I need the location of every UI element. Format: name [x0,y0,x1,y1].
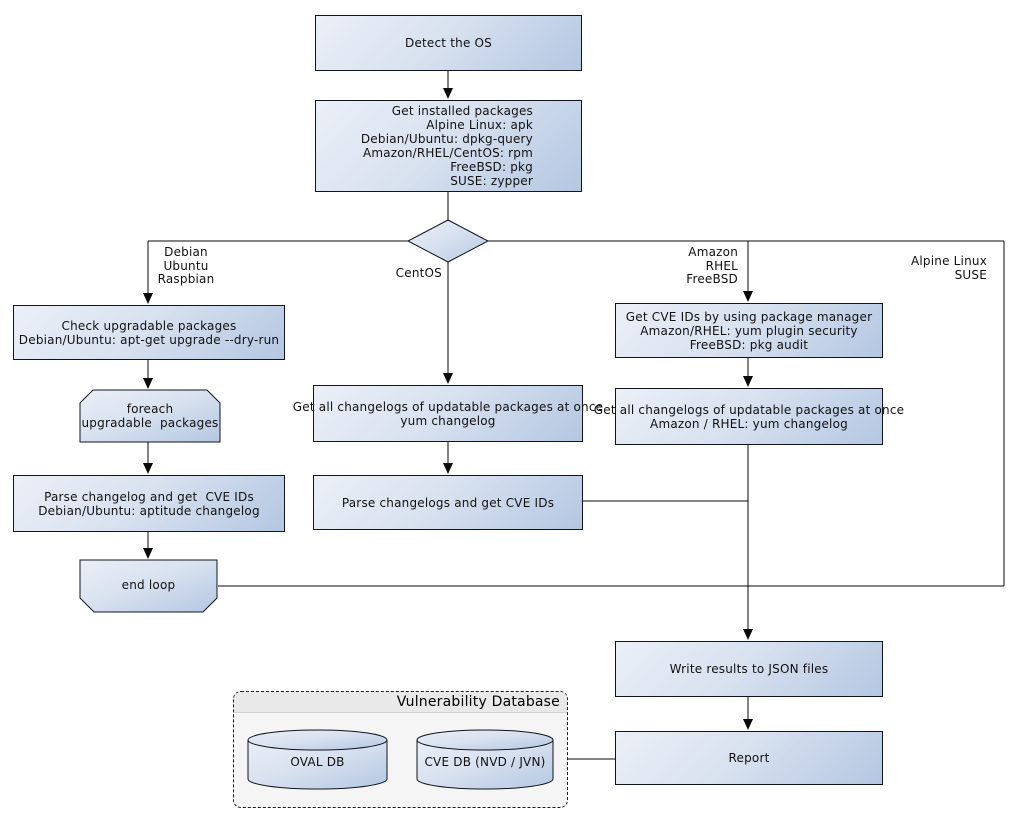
arrowhead [743,291,753,302]
arrowhead [443,463,453,474]
node-end-loop-label: end loop [121,578,176,592]
arrowhead [743,719,753,730]
node-centos-get-changelogs: Get all changelogs of updatable packages… [293,385,603,442]
node-parse-changelog-debian: Parse changelog and get CVE IDs Debian/U… [13,475,285,532]
edge-label-centos-branch: CentOS [395,266,442,280]
edges [147,71,1005,760]
node-report-label: Report [728,751,770,765]
loop-start-shape [79,389,221,443]
decision-diamond [406,219,490,263]
oval-db-cylinder [247,729,388,790]
edge-label-debian-branch: Debian Ubuntu Raspbian [157,245,215,286]
edge-label-alpine-branch: Alpine Linux SUSE [910,254,987,282]
arrowhead [143,548,153,559]
node-detect-os-label: Detect the OS [405,36,492,50]
node-foreach-loop: foreach upgradable packages [80,390,220,442]
edge-label-amazon-branch: Amazon RHEL FreeBSD [686,245,738,286]
node-detect-os: Detect the OS [315,15,582,71]
arrowhead [143,463,153,474]
node-check-upgradable-label: Check upgradable packages Debian/Ubuntu:… [18,318,280,347]
node-write-results-json: Write results to JSON files [615,641,883,697]
arrowheads [143,88,753,730]
vulnerability-database-header: Vulnerability Database [234,692,567,713]
cve-db-label: CVE DB (NVD / JVN) [424,755,546,769]
oval-db-label: OVAL DB [290,755,345,769]
vulnerability-database-title: Vulnerability Database [396,694,560,710]
node-parse-changelog-debian-label: Parse changelog and get CVE IDs Debian/U… [38,489,260,518]
node-get-cve-ids-package-manager: Get CVE IDs by using package manager Ama… [615,303,883,358]
node-get-installed-packages-label: Get installed packages Alpine Linux: apk… [360,104,533,188]
node-centos-parse-changelogs-label: Parse changelogs and get CVE IDs [341,495,555,510]
oval-db-label-wrap: OVAL DB [248,748,387,776]
arrowhead [743,376,753,387]
node-centos-get-changelogs-label: Get all changelogs of updatable packages… [292,399,604,428]
arrowhead [143,378,153,389]
node-report: Report [615,731,883,785]
cve-db-cylinder [416,729,554,790]
node-check-upgradable-packages: Check upgradable packages Debian/Ubuntu:… [13,305,285,360]
node-write-results-label: Write results to JSON files [669,662,829,676]
arrowhead [743,629,753,640]
cve-db-label-wrap: CVE DB (NVD / JVN) [417,748,553,776]
node-end-loop: end loop [80,560,217,610]
arrowhead [443,88,453,99]
node-get-installed-packages: Get installed packages Alpine Linux: apk… [315,100,582,192]
node-get-cve-ids-label: Get CVE IDs by using package manager Ama… [625,309,873,352]
node-foreach-loop-label: foreach upgradable packages [81,402,219,430]
node-amazon-get-changelogs: Get all changelogs of updatable packages… [594,388,904,445]
arrowhead [143,293,153,304]
node-centos-parse-changelogs: Parse changelogs and get CVE IDs [313,475,583,530]
node-amazon-get-changelogs-label: Get all changelogs of updatable packages… [593,402,905,431]
loop-end-shape [79,559,218,613]
arrowhead [443,373,453,384]
